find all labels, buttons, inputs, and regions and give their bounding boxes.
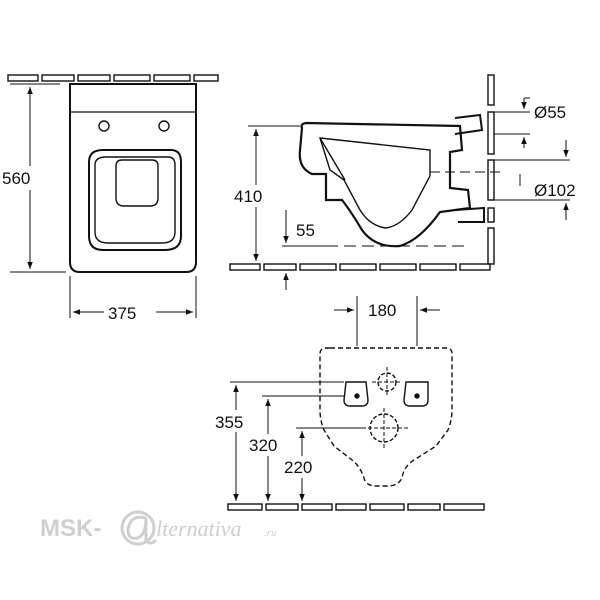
dim-320-label: 320 bbox=[249, 436, 277, 455]
watermark-text-suffix: .ru bbox=[264, 527, 277, 539]
dim-180-label: 180 bbox=[368, 301, 396, 320]
watermark-text-left: MSK- bbox=[40, 515, 101, 542]
seat-inner bbox=[94, 156, 176, 244]
flush-connector bbox=[454, 113, 484, 135]
bowl-opening bbox=[115, 159, 159, 207]
bowl-side-inner bbox=[319, 137, 431, 229]
front-wall-line bbox=[7, 74, 219, 82]
side-wall-line bbox=[487, 74, 495, 265]
dim-d55-label: Ø55 bbox=[534, 103, 566, 122]
side-view bbox=[229, 74, 570, 290]
side-floor-line bbox=[229, 263, 491, 271]
outlet-connector bbox=[455, 206, 485, 223]
seat-outer bbox=[88, 149, 182, 251]
mount-floor-line bbox=[227, 503, 485, 511]
dim-410-label: 410 bbox=[234, 187, 262, 206]
front-view bbox=[7, 74, 219, 318]
watermark: MSK- lternativa .ru bbox=[40, 510, 277, 546]
dim-560-label: 560 bbox=[2, 169, 30, 188]
bowl-side-outline bbox=[298, 121, 472, 248]
dim-375-label: 375 bbox=[108, 304, 136, 323]
bolt-hole-right bbox=[158, 120, 170, 132]
front-body-outline bbox=[69, 83, 197, 273]
dim-55-label: 55 bbox=[296, 221, 315, 240]
mounting-view bbox=[227, 296, 485, 511]
mount-hole-left bbox=[343, 381, 369, 407]
bolt-hole-left bbox=[98, 120, 110, 132]
dim-d102-label: Ø102 bbox=[534, 181, 576, 200]
dim-220-label: 220 bbox=[284, 458, 312, 477]
watermark-at-icon bbox=[120, 510, 158, 546]
dim-355-label: 355 bbox=[215, 413, 243, 432]
mount-hole-right bbox=[403, 381, 429, 407]
watermark-text-script: lternativa bbox=[156, 516, 242, 541]
toilet-dashed-outline bbox=[319, 347, 453, 487]
